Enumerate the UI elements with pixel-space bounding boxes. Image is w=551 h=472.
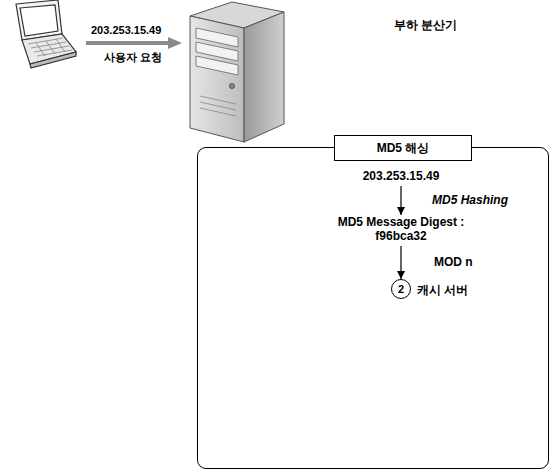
server-icon	[190, 2, 284, 142]
tab-title: MD5 해싱	[377, 141, 430, 155]
node-text: MD5 Message Digest : f96bca32	[326, 215, 476, 243]
edge-label: MOD n	[433, 256, 474, 269]
request-arrow	[86, 37, 182, 49]
process-text: MD5 Message Digest : f96bca32	[326, 215, 476, 243]
laptop-icon	[16, 0, 76, 68]
text-label: 부하 분산기	[393, 19, 458, 32]
node-caption: 캐시 서버	[417, 283, 468, 297]
text-label: 203.253.15.49	[90, 24, 162, 37]
flow-arrow	[400, 246, 401, 279]
callout-number: 2	[398, 282, 404, 296]
process-text: 203.253.15.49	[361, 169, 442, 183]
flow-arrow	[400, 186, 401, 215]
title-tab: MD5 해싱	[334, 135, 472, 161]
server-number-circle: 2캐시 서버	[391, 279, 411, 299]
edge-label: MD5 Hashing	[431, 194, 509, 207]
node-text: 203.253.15.49	[361, 169, 442, 183]
text-label: 사용자 요청	[103, 51, 163, 64]
